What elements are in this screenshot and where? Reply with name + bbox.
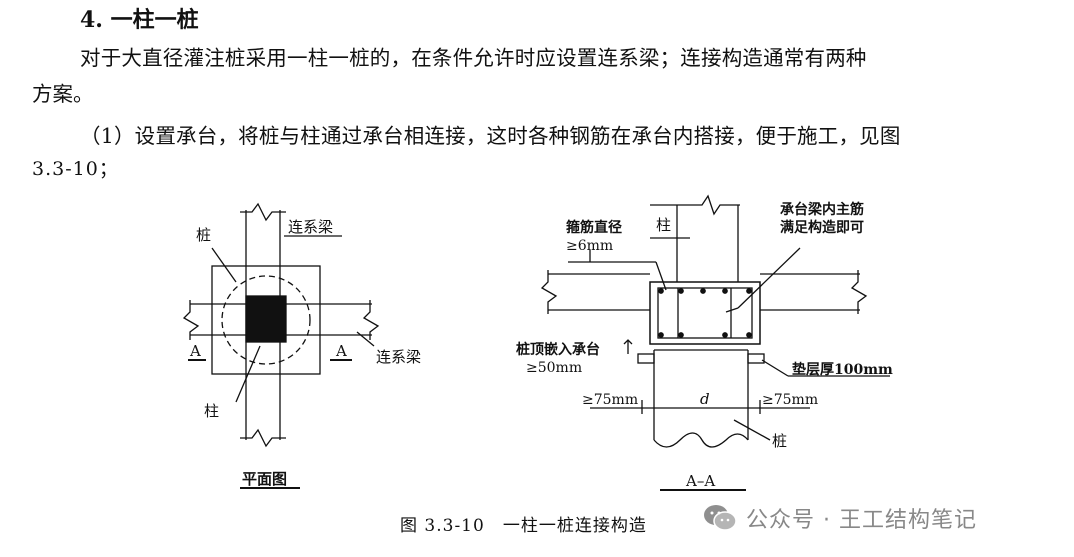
section-view-title: A–A xyxy=(685,472,715,490)
section-label-embed: 桩顶嵌入承台 xyxy=(516,341,600,358)
section-label-right-gap: ≥75mm xyxy=(762,392,818,408)
paragraph-1-line-1: 对于大直径灌注桩采用一柱一桩的，在条件允许时应设置连系梁；连接构造通常有两种 xyxy=(80,46,867,70)
plan-view xyxy=(182,202,380,489)
section-label-stirrup-value: ≥6mm xyxy=(566,238,613,254)
figure-caption: 图 3.3-10 一柱一桩连接构造 xyxy=(400,516,647,536)
section-label-embed-value: ≥50mm xyxy=(526,360,582,376)
watermark-text: 公众号 · 王工结构笔记 xyxy=(746,508,977,533)
section-label-left-gap: ≥75mm xyxy=(582,392,638,408)
section-view xyxy=(540,194,890,491)
plan-label-tie-beam-right: 连系梁 xyxy=(376,348,421,366)
section-label-pile: 桩 xyxy=(772,432,787,450)
plan-label-column: 柱 xyxy=(204,402,219,420)
section-label-diameter: d xyxy=(700,390,710,408)
paragraph-1-line-2: 方案。 xyxy=(32,82,94,106)
wechat-icon xyxy=(704,505,737,531)
paragraph-2-line-2: 3.3-10； xyxy=(32,158,119,180)
plan-label-tie-beam-top: 连系梁 xyxy=(288,218,333,236)
section-label-stirrup: 箍筋直径 xyxy=(566,219,622,236)
section-label-main-bar-2: 满足构造即可 xyxy=(780,219,864,236)
plan-view-title: 平面图 xyxy=(242,470,287,488)
watermark: 公众号 · 王工结构笔记 xyxy=(702,502,977,534)
plan-label-pile: 桩 xyxy=(196,226,211,244)
paragraph-2-line-1: （1）设置承台，将桩与柱通过承台相连接，这时各种钢筋在承台内搭接，便于施工，见图 xyxy=(80,124,901,148)
plan-section-mark-right: A xyxy=(335,342,347,360)
plan-section-mark-left: A xyxy=(189,342,201,360)
section-label-cushion: 垫层厚100mm xyxy=(792,361,893,378)
section-label-column: 柱 xyxy=(656,216,671,234)
section-heading: 4. 一柱一桩 xyxy=(80,7,199,33)
section-label-main-bar-1: 承台梁内主筋 xyxy=(780,201,864,218)
